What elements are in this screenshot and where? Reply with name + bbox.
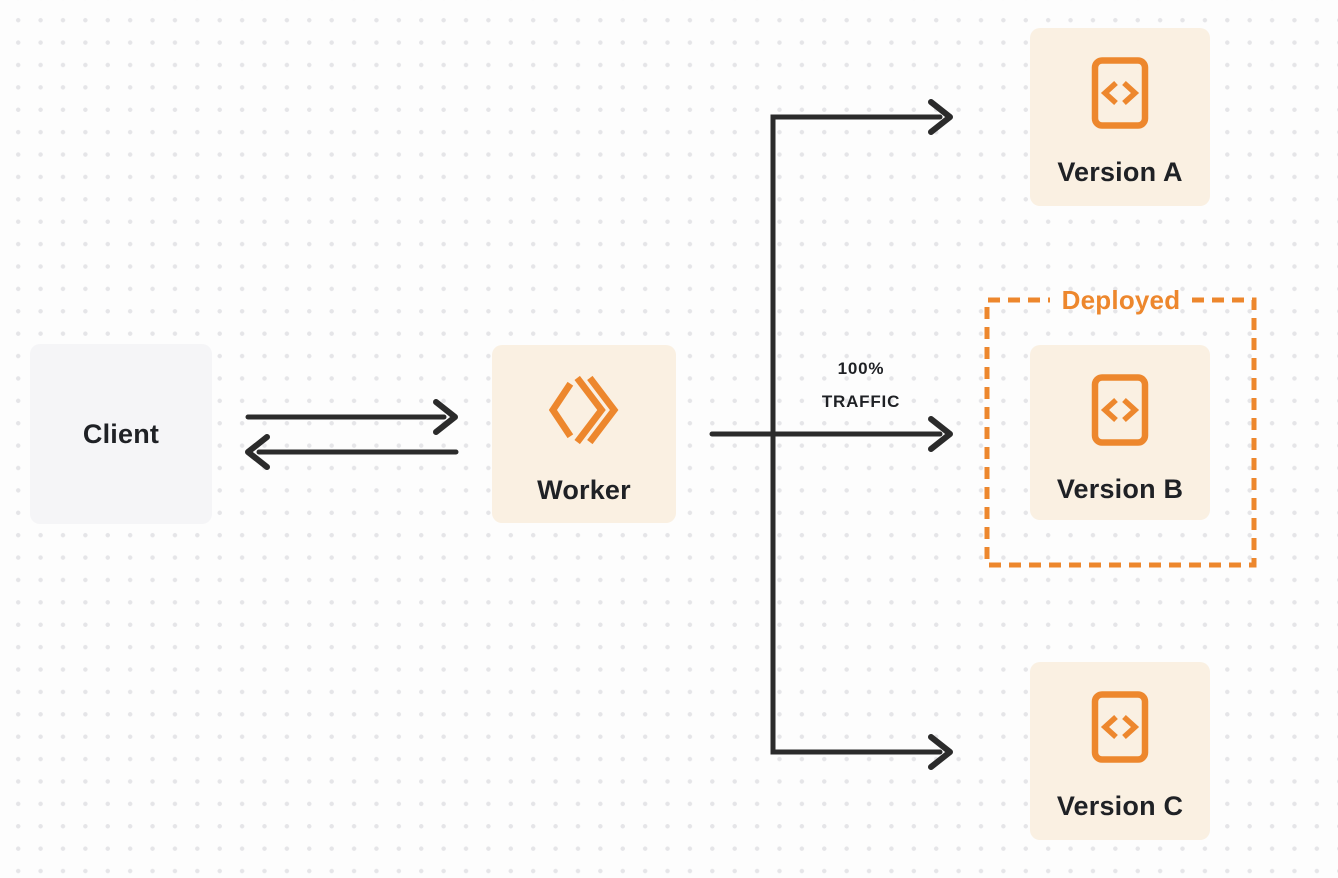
version-c-label: Version C: [1056, 791, 1184, 821]
traffic-percent-text: 100%: [837, 359, 885, 378]
traffic-annotation: 100% TRAFFIC: [781, 352, 941, 418]
version-b-label: Version B: [1056, 474, 1184, 504]
arrowhead-to-version-a: [928, 99, 953, 135]
code-file-icon: [1091, 374, 1149, 446]
cloudflare-workers-logo-icon: [549, 375, 619, 445]
deployed-badge-label: Deployed: [1061, 285, 1181, 315]
arrowhead-to-version-b: [928, 416, 953, 452]
version-b-node[interactable]: Version B: [1030, 345, 1210, 520]
code-file-icon: [1091, 57, 1149, 129]
client-node[interactable]: Client: [30, 344, 212, 524]
version-a-label: Version A: [1057, 157, 1183, 187]
version-c-node[interactable]: Version C: [1030, 662, 1210, 840]
client-label: Client: [82, 419, 160, 449]
worker-node[interactable]: Worker: [492, 345, 676, 523]
worker-label: Worker: [537, 475, 631, 505]
version-a-node[interactable]: Version A: [1030, 28, 1210, 206]
arrowhead-to-version-c: [928, 734, 953, 770]
deployed-boundary-box: [984, 297, 1257, 568]
arrowhead-to-worker: [433, 399, 458, 435]
arrowhead-to-client: [245, 434, 270, 470]
code-file-icon: [1091, 691, 1149, 763]
traffic-word-text: TRAFFIC: [821, 392, 901, 411]
